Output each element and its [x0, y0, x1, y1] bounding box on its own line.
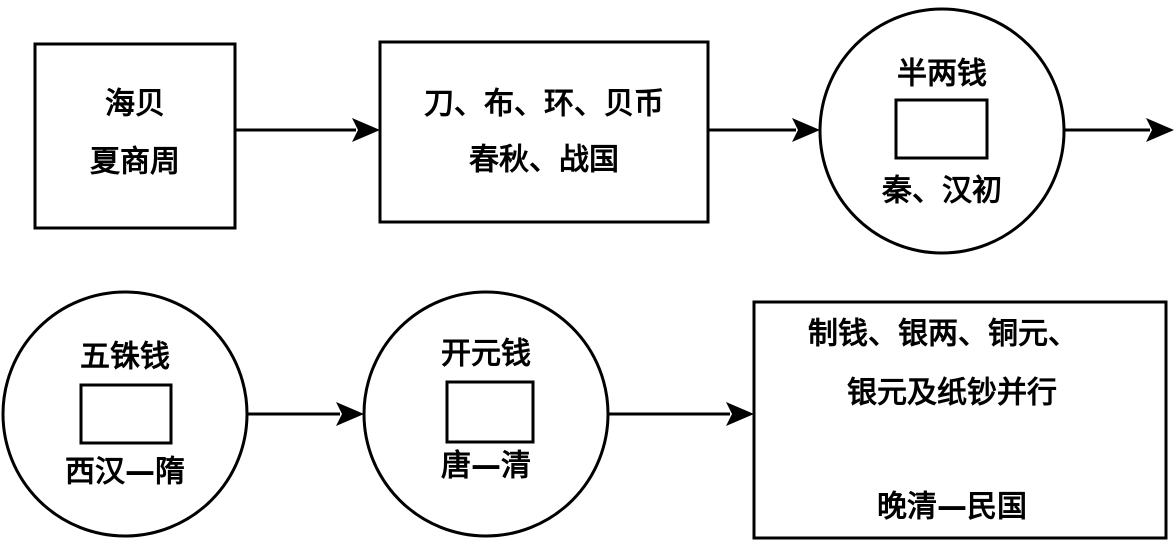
arrow-shell-to-knife-cloth [235, 118, 380, 142]
arrow-kaiyuan-to-mixed [608, 402, 754, 426]
node-banliang-period: 秦、汉初 [881, 174, 1002, 209]
node-wuzhu-period: 西汉—隋 [65, 455, 185, 490]
arrow-wuzhu-to-kaiyuan [247, 402, 364, 426]
arrowhead [792, 118, 820, 142]
coin-square-hole [894, 98, 989, 160]
node-wuzhu: 五铢钱 西汉—隋 [1, 290, 249, 538]
node-mixed-currency-line2: 银元及纸钞并行 [847, 376, 1057, 411]
node-banliang: 半两钱 秦、汉初 [818, 7, 1066, 255]
node-shell-currency: 海贝 [105, 87, 165, 122]
node-shell: 海贝 夏商周 [33, 42, 237, 230]
node-kaiyuan-currency: 开元钱 [441, 337, 531, 372]
arrowhead [336, 402, 364, 426]
arrowhead [1146, 118, 1174, 142]
arrow-knife-cloth-to-banliang [708, 118, 820, 142]
node-wuzhu-currency: 五铢钱 [80, 340, 170, 375]
node-knife-cloth-box [378, 40, 710, 224]
coin-square-hole [445, 380, 535, 444]
node-shell-box [33, 42, 237, 230]
node-mixed-period: 晚清—民国 [877, 490, 1027, 525]
arrowhead [352, 118, 380, 142]
node-knife-cloth: 刀、布、环、贝币 春秋、战国 [378, 40, 710, 224]
node-knife-cloth-currency: 刀、布、环、贝币 [424, 87, 664, 122]
node-mixed: 制钱、银两、铜元、 银元及纸钞并行 晚清—民国 [752, 300, 1168, 540]
node-mixed-box [752, 300, 1168, 540]
node-kaiyuan: 开元钱 唐—清 [362, 290, 610, 538]
arrow-banliang-to-wuzhu [1064, 118, 1174, 142]
node-knife-cloth-period: 春秋、战国 [469, 143, 619, 178]
coin-square-hole [79, 383, 173, 445]
node-mixed-currency-line1: 制钱、银两、铜元、 [808, 317, 1078, 352]
node-shell-period: 夏商周 [90, 145, 180, 180]
node-banliang-currency: 半两钱 [897, 57, 987, 92]
node-kaiyuan-period: 唐—清 [441, 449, 531, 484]
arrowhead [726, 402, 754, 426]
